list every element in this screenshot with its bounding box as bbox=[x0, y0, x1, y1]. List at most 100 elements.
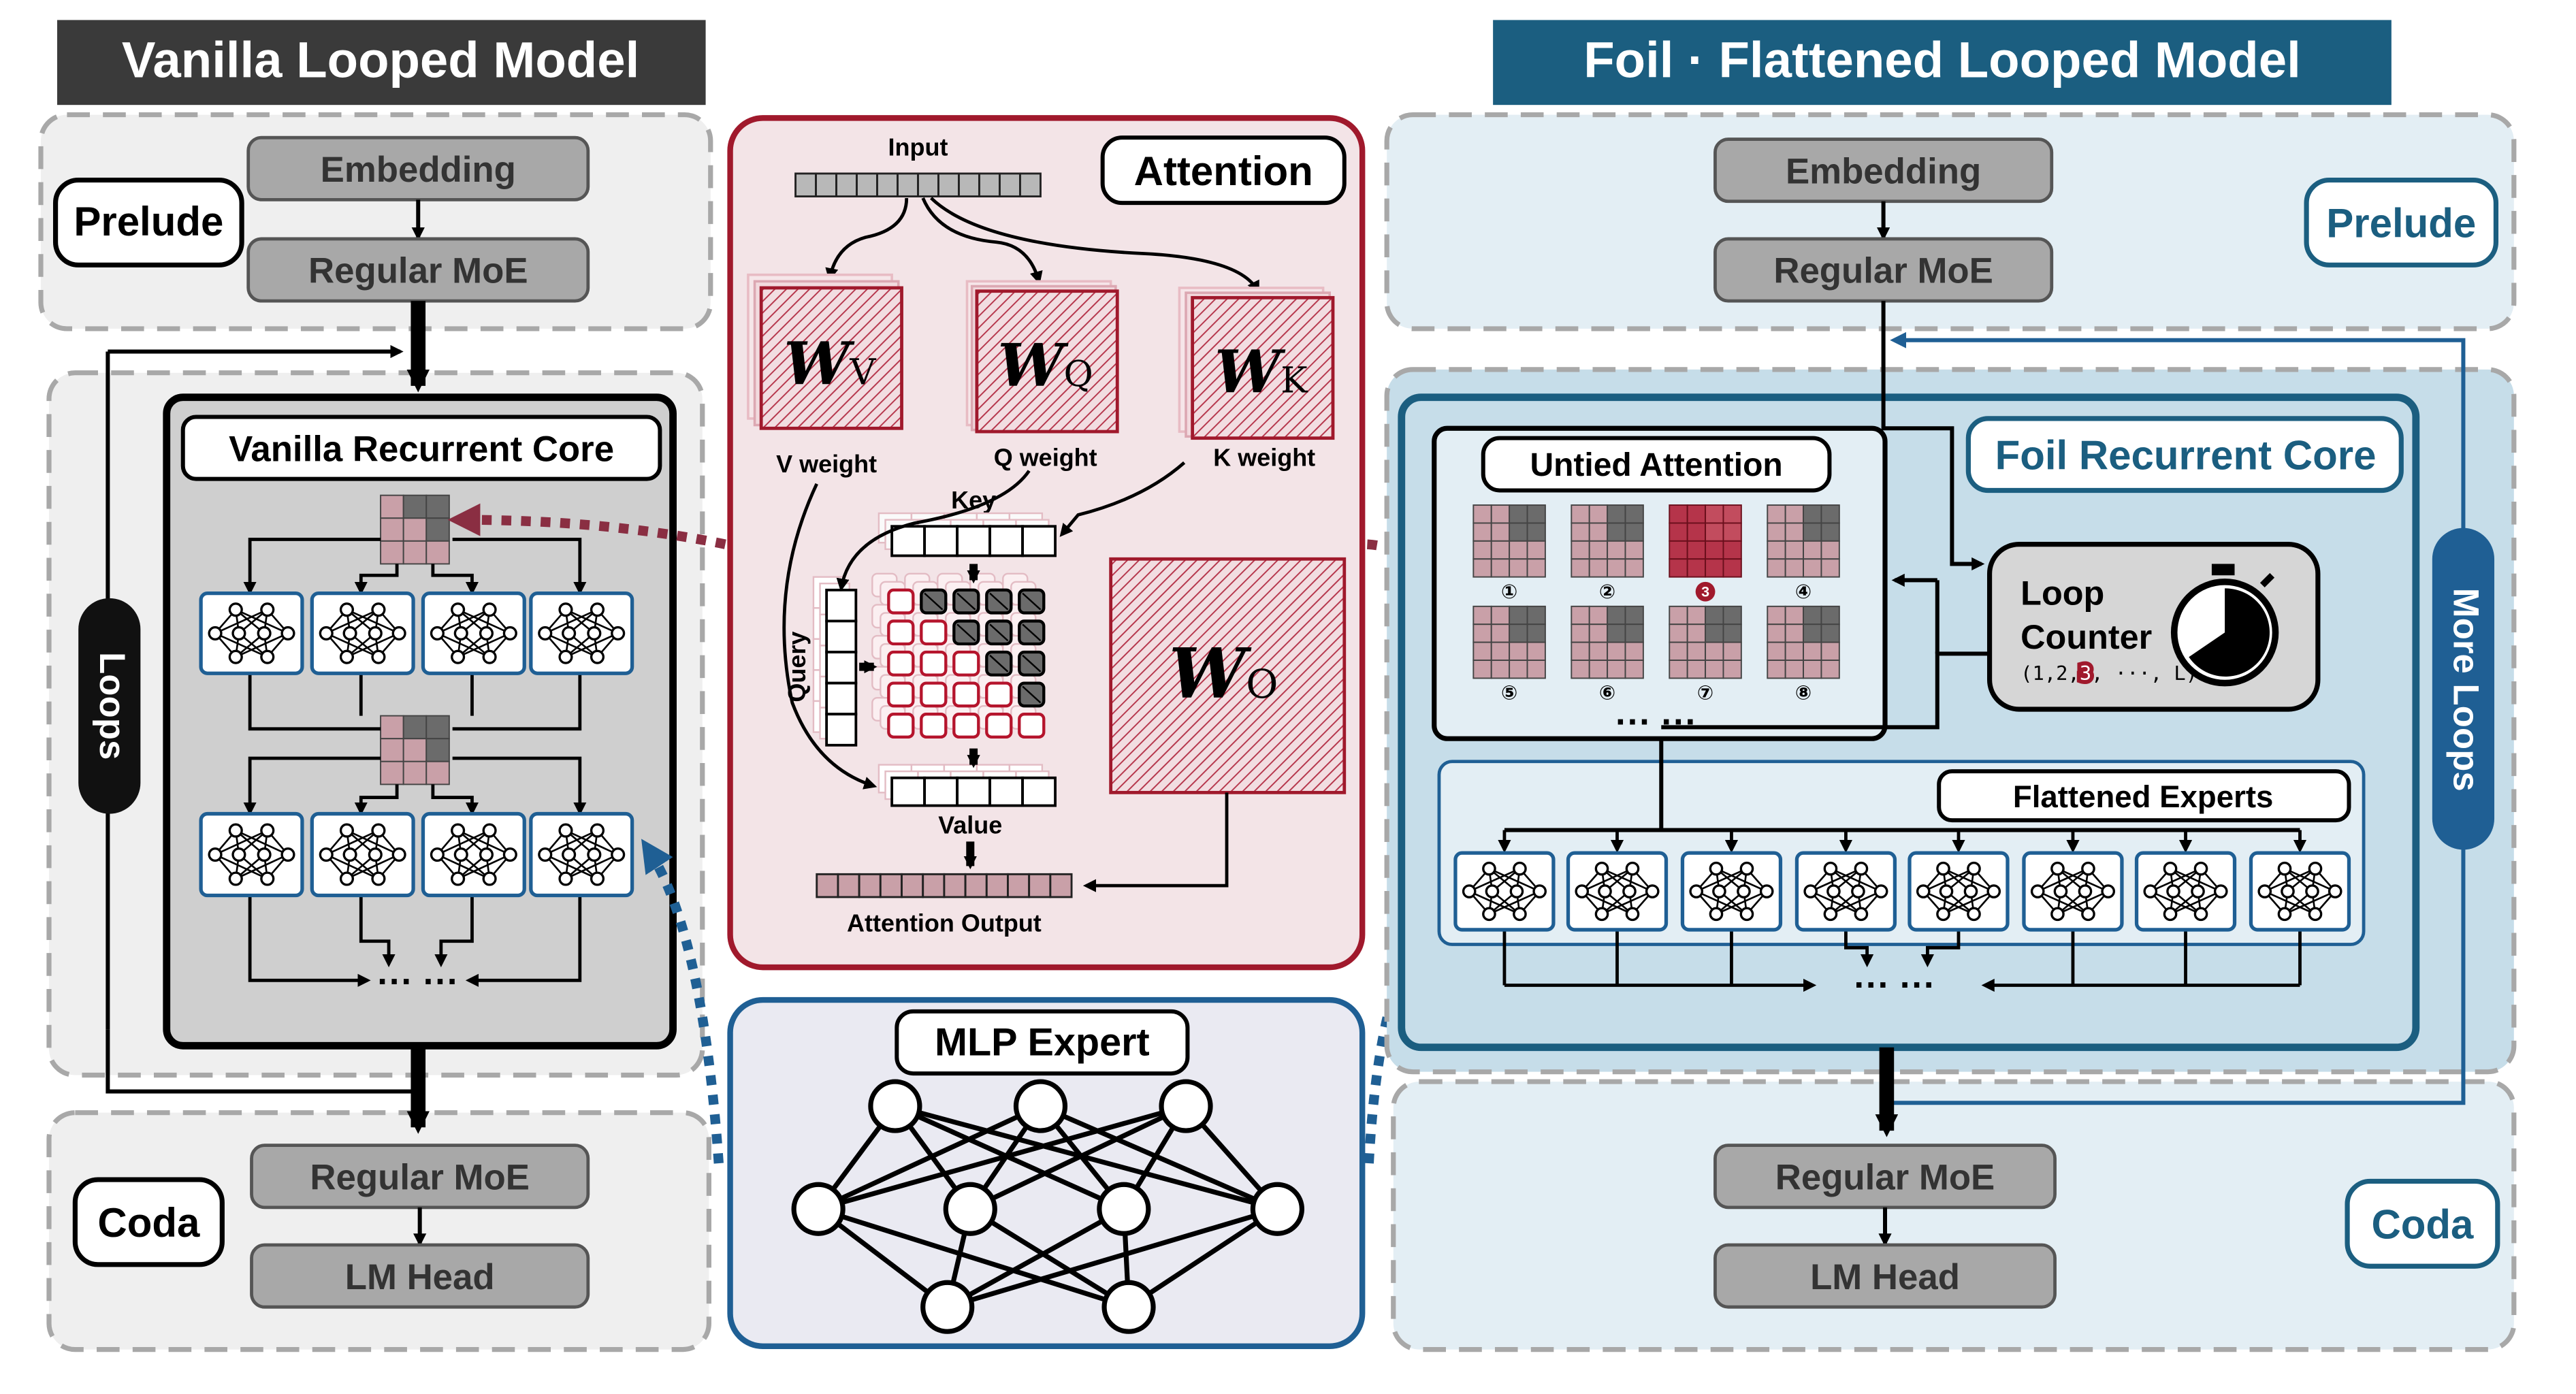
value-cell bbox=[923, 776, 959, 807]
mlp-neuron bbox=[1159, 1079, 1213, 1133]
vanilla-coda-badge bbox=[72, 1177, 225, 1267]
input-cell bbox=[958, 172, 980, 197]
wk-sub: K bbox=[1281, 359, 1308, 401]
foil-coda-panel bbox=[1391, 1079, 2517, 1352]
mlp-neuron bbox=[1013, 1079, 1068, 1133]
output-cell bbox=[985, 873, 1009, 898]
mlp-to-vanilla-connector bbox=[641, 839, 724, 1164]
mlp-title: MLP Expert bbox=[935, 1021, 1150, 1065]
output-cell bbox=[922, 873, 946, 898]
score-cell bbox=[887, 681, 915, 708]
neural-network-icon bbox=[208, 823, 295, 886]
input-vector bbox=[794, 172, 1042, 197]
attention-heads-ellipsis: ··· ··· bbox=[1615, 702, 1697, 742]
mlp-neuron bbox=[943, 1182, 997, 1236]
foil-core-title-box bbox=[1965, 416, 2404, 493]
mlp-neuron bbox=[791, 1182, 846, 1236]
flattened-experts-title: Flattened Experts bbox=[2013, 779, 2273, 814]
query-vector bbox=[812, 576, 858, 747]
head-number: ④ bbox=[1795, 581, 1812, 603]
foil-prelude-panel bbox=[1384, 112, 2517, 331]
vanilla-ellipsis: ··· ··· bbox=[377, 962, 459, 1002]
value-cell bbox=[988, 776, 1025, 807]
untied-attention-title: Untied Attention bbox=[1530, 447, 1782, 483]
untied-attention-title-box bbox=[1481, 436, 1832, 493]
key-cell bbox=[923, 525, 959, 557]
mlp-network-icon bbox=[791, 1079, 1304, 1334]
vanilla-lm-head-label: LM Head bbox=[345, 1257, 495, 1297]
head-number: ② bbox=[1599, 581, 1615, 603]
vanilla-prelude-badge bbox=[52, 177, 244, 268]
vanilla-router-grid-1 bbox=[380, 494, 450, 565]
svg-text:WV: WV bbox=[784, 329, 876, 398]
wo-sub: O bbox=[1246, 662, 1278, 707]
foil-prelude-label: Prelude bbox=[2326, 201, 2476, 246]
expert-box bbox=[199, 811, 304, 898]
foil-experts bbox=[1453, 851, 2351, 932]
attention-head: ⑤ bbox=[1472, 605, 1546, 704]
attention-head: ① bbox=[1472, 504, 1546, 603]
key-cell bbox=[1021, 525, 1057, 557]
key-cell bbox=[890, 525, 927, 557]
vanilla-regular-moe-top-label: Regular MoE bbox=[308, 251, 528, 291]
wk-matrix: WK bbox=[1178, 287, 1335, 440]
head-number: 3 bbox=[1701, 583, 1709, 600]
score-cell bbox=[920, 619, 948, 646]
output-cell bbox=[964, 873, 988, 898]
expert-box bbox=[1453, 851, 1556, 932]
query-cell bbox=[825, 619, 858, 653]
expert-box bbox=[1566, 851, 1669, 932]
score-cell bbox=[920, 681, 948, 708]
expert-box bbox=[529, 811, 634, 898]
more-loops-pill bbox=[2432, 528, 2495, 850]
score-cell bbox=[887, 619, 915, 646]
wq-matrix: WQ bbox=[965, 280, 1119, 434]
stopwatch-icon bbox=[2170, 564, 2279, 687]
foil-title-bar bbox=[1493, 20, 2392, 106]
expert-box bbox=[310, 591, 415, 675]
loop-counter-line1: Loop bbox=[2020, 573, 2104, 612]
score-cell bbox=[1018, 713, 1046, 739]
neural-network-icon bbox=[319, 602, 406, 664]
foil-experts-ellipsis: ··· ··· bbox=[1854, 965, 1935, 1005]
expert-box bbox=[2249, 851, 2351, 932]
mlp-neuron bbox=[1250, 1182, 1304, 1236]
foil-embedding-label: Embedding bbox=[1786, 151, 1981, 191]
attention-head: ④ bbox=[1767, 504, 1840, 603]
neural-network-icon bbox=[2257, 861, 2342, 922]
vanilla-title-bar bbox=[57, 20, 706, 106]
input-cell bbox=[815, 172, 837, 197]
vanilla-router-grid-2 bbox=[380, 715, 450, 785]
output-cell bbox=[837, 873, 860, 898]
score-cell bbox=[985, 713, 1013, 739]
neural-network-icon bbox=[430, 602, 517, 664]
query-cell bbox=[825, 713, 858, 747]
score-cell bbox=[887, 713, 915, 739]
loop-counter-line2: Counter bbox=[2020, 617, 2152, 656]
expert-box bbox=[1907, 851, 2010, 932]
vanilla-title: Vanilla Looped Model bbox=[122, 31, 639, 88]
foil-regular-moe-top-label: Regular MoE bbox=[1773, 251, 1993, 291]
vanilla-experts bbox=[199, 591, 634, 898]
vanilla-embedding-label: Embedding bbox=[321, 150, 516, 190]
output-cell bbox=[1028, 873, 1052, 898]
value-cell bbox=[1021, 776, 1057, 807]
query-cell bbox=[825, 588, 858, 623]
expert-box bbox=[1680, 851, 1783, 932]
wq-sub: Q bbox=[1064, 353, 1093, 395]
score-cell bbox=[952, 713, 980, 739]
head-number: ⑧ bbox=[1795, 683, 1812, 704]
value-vector bbox=[878, 764, 1057, 807]
neural-network-icon bbox=[319, 823, 406, 886]
svg-text:WO: WO bbox=[1169, 633, 1278, 714]
flattened-experts-title-box bbox=[1937, 769, 2351, 823]
input-cell bbox=[917, 172, 939, 197]
expert-box bbox=[1794, 851, 1897, 932]
vanilla-coda-label: Coda bbox=[97, 1200, 200, 1246]
expert-box bbox=[2022, 851, 2124, 932]
loop-seq-suffix: , ···, L) bbox=[2091, 662, 2197, 685]
attention-title: Attention bbox=[1134, 148, 1313, 194]
input-label: Input bbox=[888, 133, 948, 161]
attention-head: ⑥ bbox=[1571, 605, 1644, 704]
